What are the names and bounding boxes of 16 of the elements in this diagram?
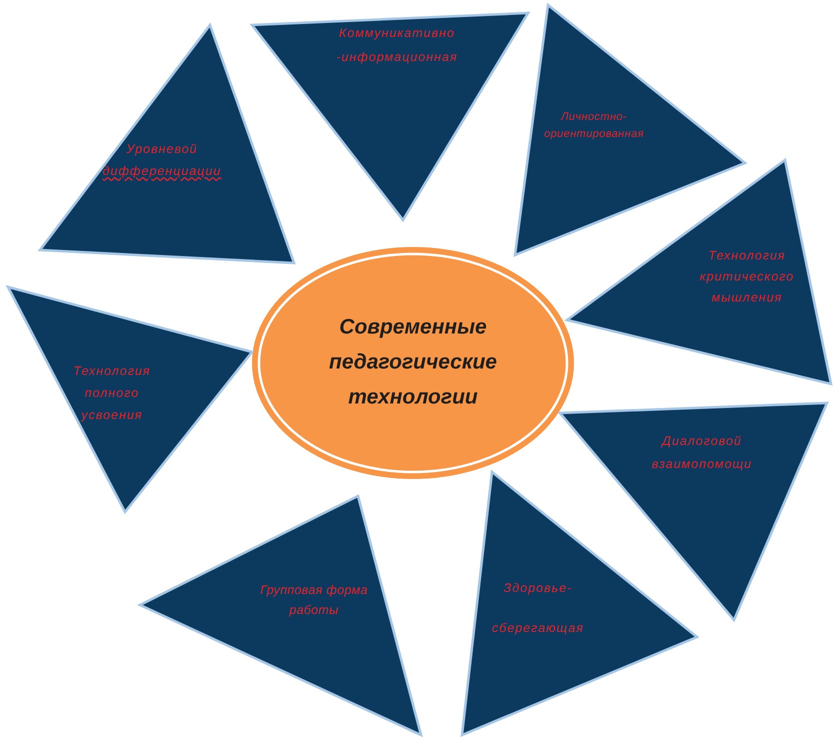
node-label: Личностно- ориентированная <box>544 110 644 142</box>
node-label: Групповая форма работы <box>260 582 368 619</box>
node-label: Современные педагогические технологии <box>329 314 497 410</box>
center-ellipse <box>252 247 574 479</box>
node-label: Коммуникативно -информационная <box>336 25 458 66</box>
triangle-panel <box>6 285 254 514</box>
node-label: Здоровье- сберегающая <box>492 580 584 637</box>
node-label: Технология полного усвоения <box>73 363 151 424</box>
triangle-panel <box>565 158 833 386</box>
triangle-panel <box>460 470 699 737</box>
node-label: Диалоговой взаимопомощи <box>652 433 752 473</box>
triangle-panel <box>250 11 530 222</box>
triangle-panel <box>138 494 423 737</box>
triangle-panel <box>38 23 296 265</box>
node-label: Уровневой дифференциации <box>102 141 222 180</box>
node-label: Технология критического мышления <box>700 248 794 306</box>
